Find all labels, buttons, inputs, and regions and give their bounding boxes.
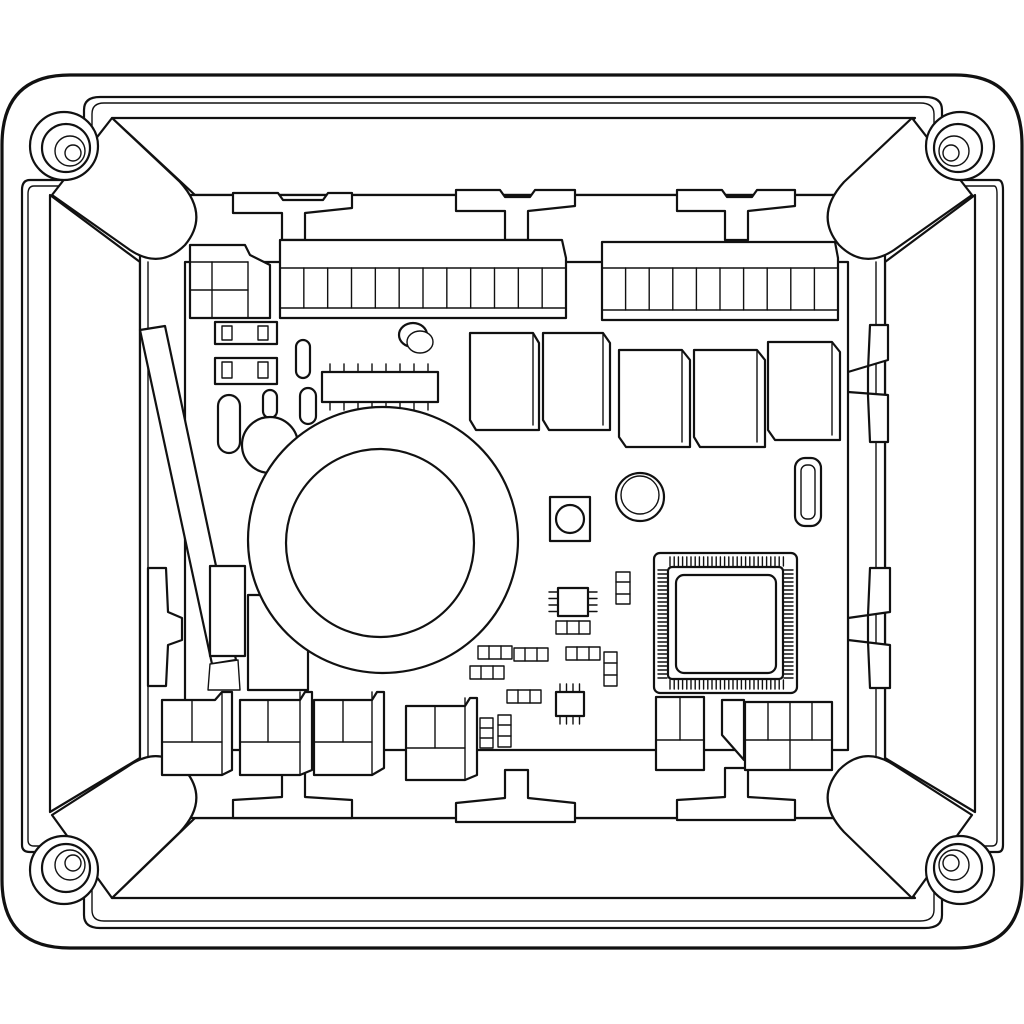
- bottom-connector-5: [656, 697, 704, 770]
- oval-component-4: [300, 388, 316, 424]
- small-capacitor: [399, 323, 433, 353]
- clip-top-2: [456, 190, 575, 240]
- connector-top-left: [190, 245, 270, 318]
- relay-2: [543, 333, 610, 430]
- smd-passives: [470, 572, 630, 748]
- smd-ic-1: [549, 588, 597, 616]
- trim-button: [550, 497, 590, 541]
- screw-icon: [30, 836, 98, 904]
- terminal-block-right: [602, 242, 838, 320]
- bottom-connector-1: [162, 692, 232, 775]
- circuit-board: [140, 240, 848, 780]
- bottom-connector-2: [240, 692, 312, 775]
- terminal-block-left: [280, 240, 566, 318]
- oval-component-3: [263, 390, 277, 418]
- relay-4: [694, 350, 765, 447]
- clip-bottom-2: [456, 770, 575, 822]
- toroidal-transformer: [248, 407, 518, 690]
- clip-top-3: [677, 190, 795, 240]
- oval-component-1: [296, 340, 310, 378]
- clip-left-1: [148, 568, 182, 686]
- qfp-microcontroller: [654, 553, 797, 693]
- bottom-connector-6: [722, 700, 832, 770]
- oval-component-2: [218, 395, 240, 453]
- cavity-bottom-wall: [112, 818, 915, 898]
- screw-icon: [926, 836, 994, 904]
- clip-right-2: [848, 568, 890, 688]
- ribbon-cable: [140, 326, 245, 690]
- smd-ic-2: [556, 684, 584, 724]
- clip-top-1: [233, 193, 352, 240]
- clip-right-1: [848, 325, 888, 442]
- mounting-clips: [148, 190, 890, 822]
- bottom-connector-3: [314, 692, 384, 775]
- crystal-oscillator: [795, 458, 821, 526]
- bottom-connector-4: [406, 698, 477, 780]
- screw-icon: [30, 112, 98, 180]
- corner-screws: [30, 112, 994, 904]
- fuse-2: [215, 358, 277, 384]
- screw-icon: [926, 112, 994, 180]
- relay-3: [619, 350, 690, 447]
- cavity-top-wall: [112, 118, 915, 195]
- round-led: [616, 473, 664, 521]
- cavity-right-wall: [885, 195, 975, 812]
- relay-5: [768, 342, 840, 440]
- dip-ic: [322, 364, 438, 410]
- relay-1: [470, 333, 539, 430]
- fuse-1: [215, 322, 277, 344]
- cavity-left-wall: [50, 195, 140, 812]
